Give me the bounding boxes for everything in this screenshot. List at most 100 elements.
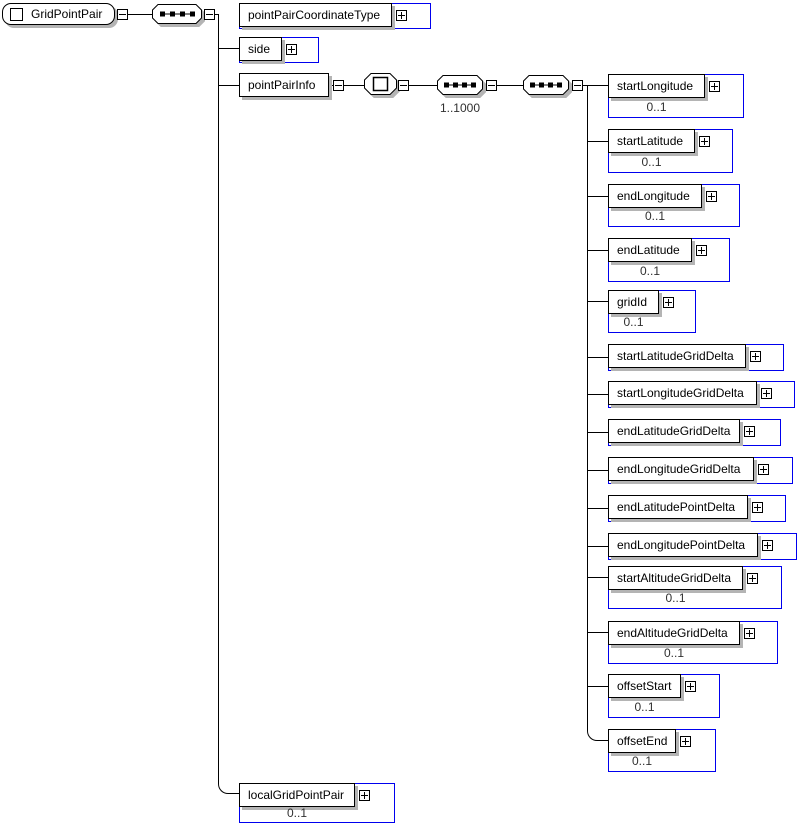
sequence-compositor-icon[interactable]	[523, 75, 573, 104]
collapse-toggle[interactable]	[572, 80, 583, 91]
expand-toggle[interactable]	[744, 426, 755, 437]
node-grid-id: gridId 0..1	[608, 290, 696, 333]
connector-line	[587, 546, 608, 547]
expand-toggle[interactable]	[761, 388, 772, 399]
node-end-latitude: endLatitude 0..1	[608, 238, 730, 282]
element-label: endLongitude	[617, 189, 690, 203]
element-box[interactable]: localGridPointPair	[239, 783, 355, 807]
element-box[interactable]: endLatitudePointDelta	[608, 495, 748, 519]
node-side: side	[239, 37, 319, 63]
expand-toggle[interactable]	[709, 81, 720, 92]
cardinality-label: 0..1	[634, 700, 655, 714]
node-offset-start: offsetStart 0..1	[608, 674, 720, 718]
node-point-pair-coordinate-type: pointPairCoordinateType	[239, 3, 431, 29]
expand-toggle[interactable]	[685, 681, 696, 692]
expand-toggle[interactable]	[663, 297, 674, 308]
node-end-latitude-point-delta: endLatitudePointDelta	[608, 495, 786, 522]
sequence-compositor-icon[interactable]	[437, 75, 487, 104]
expand-toggle[interactable]	[696, 245, 707, 256]
connector-line	[583, 85, 587, 86]
node-end-latitude-grid-delta: endLatitudeGridDelta	[608, 419, 781, 446]
element-label: offsetStart	[617, 679, 672, 693]
node-end-longitude: endLongitude 0..1	[608, 184, 740, 227]
expand-toggle[interactable]	[750, 351, 761, 362]
sequence-compositor-icon[interactable]	[152, 4, 206, 33]
node-offset-end: offsetEnd 0..1	[608, 729, 716, 772]
element-label: startLatitude	[617, 134, 684, 148]
cardinality-label: 0..1	[639, 264, 660, 278]
connector-line	[587, 470, 608, 471]
collapse-toggle[interactable]	[486, 80, 497, 91]
expand-toggle[interactable]	[747, 573, 758, 584]
node-point-pair-info[interactable]: pointPairInfo	[239, 73, 329, 97]
cardinality-label: 0..1	[646, 100, 667, 114]
cardinality-label: 0..1	[286, 806, 307, 820]
collapse-toggle[interactable]	[204, 9, 215, 20]
element-box[interactable]: endLongitudeGridDelta	[608, 457, 754, 481]
element-box[interactable]: gridId	[608, 290, 659, 314]
expand-toggle[interactable]	[752, 502, 763, 513]
root-element-grid-point-pair[interactable]: GridPointPair	[2, 3, 115, 25]
element-box[interactable]: pointPairCoordinateType	[239, 3, 392, 27]
element-box[interactable]: startLongitudeGridDelta	[608, 381, 757, 405]
collapse-toggle[interactable]	[117, 9, 128, 20]
element-box[interactable]: offsetEnd	[608, 729, 676, 753]
element-box[interactable]: startLongitude	[608, 74, 705, 98]
expand-toggle[interactable]	[706, 191, 717, 202]
element-box[interactable]: startLatitude	[608, 129, 695, 153]
connector-line	[587, 508, 608, 509]
root-element-label: GridPointPair	[31, 7, 103, 21]
cardinality-label: 0..1	[663, 646, 684, 660]
sequence-cardinality-label: 1..1000	[439, 101, 481, 115]
node-end-longitude-grid-delta: endLongitudeGridDelta	[608, 457, 793, 484]
element-box[interactable]: offsetStart	[608, 674, 681, 698]
element-label: startLongitude	[617, 79, 694, 93]
element-label: startLongitudeGridDelta	[617, 386, 744, 400]
element-label: startAltitudeGridDelta	[617, 571, 732, 585]
element-label: endLatitude	[617, 243, 680, 257]
element-icon	[10, 7, 23, 21]
connector-line	[329, 85, 333, 86]
element-label: endLongitudeGridDelta	[617, 462, 741, 476]
content-model-icon[interactable]	[364, 73, 401, 104]
expand-toggle[interactable]	[680, 736, 691, 747]
cardinality-label: 0..1	[631, 754, 652, 768]
expand-toggle[interactable]	[359, 790, 370, 801]
element-box[interactable]: endLongitude	[608, 184, 702, 208]
element-box[interactable]: endAltitudeGridDelta	[608, 621, 740, 645]
expand-toggle[interactable]	[286, 44, 297, 55]
cardinality-label: 0..1	[644, 209, 665, 223]
element-box[interactable]: startAltitudeGridDelta	[608, 566, 743, 590]
element-box[interactable]: endLatitude	[608, 238, 692, 262]
expand-toggle[interactable]	[396, 10, 407, 21]
cardinality-label: 0..1	[665, 591, 686, 605]
expand-toggle[interactable]	[758, 464, 769, 475]
connector-line	[115, 14, 117, 15]
element-label: side	[248, 42, 271, 56]
element-label: pointPairInfo	[248, 78, 316, 92]
connector-line	[587, 85, 588, 728]
expand-toggle[interactable]	[699, 136, 710, 147]
element-box[interactable]: startLatitudeGridDelta	[608, 344, 746, 368]
element-label: endLongitudePointDelta	[617, 538, 746, 552]
element-box[interactable]: endLongitudePointDelta	[608, 533, 758, 557]
expand-toggle[interactable]	[762, 540, 773, 551]
connector-line	[587, 301, 608, 302]
element-label: gridId	[617, 295, 648, 309]
element-label: startLatitudeGridDelta	[617, 349, 734, 363]
expand-toggle[interactable]	[744, 628, 755, 639]
node-end-altitude-grid-delta: endAltitudeGridDelta 0..1	[608, 621, 778, 664]
connector-line	[344, 85, 364, 86]
collapse-toggle[interactable]	[333, 80, 344, 91]
connector-line	[128, 14, 152, 15]
element-label: endLatitudeGridDelta	[617, 424, 731, 438]
element-box[interactable]: endLatitudeGridDelta	[608, 419, 740, 443]
element-label: offsetEnd	[617, 734, 668, 748]
connector-line	[215, 14, 218, 15]
element-label: localGridPointPair	[248, 788, 345, 802]
element-box[interactable]: side	[239, 37, 282, 61]
collapse-toggle[interactable]	[398, 80, 409, 91]
element-label: pointPairCoordinateType	[248, 8, 381, 22]
node-local-grid-point-pair: localGridPointPair 0..1	[239, 783, 395, 823]
